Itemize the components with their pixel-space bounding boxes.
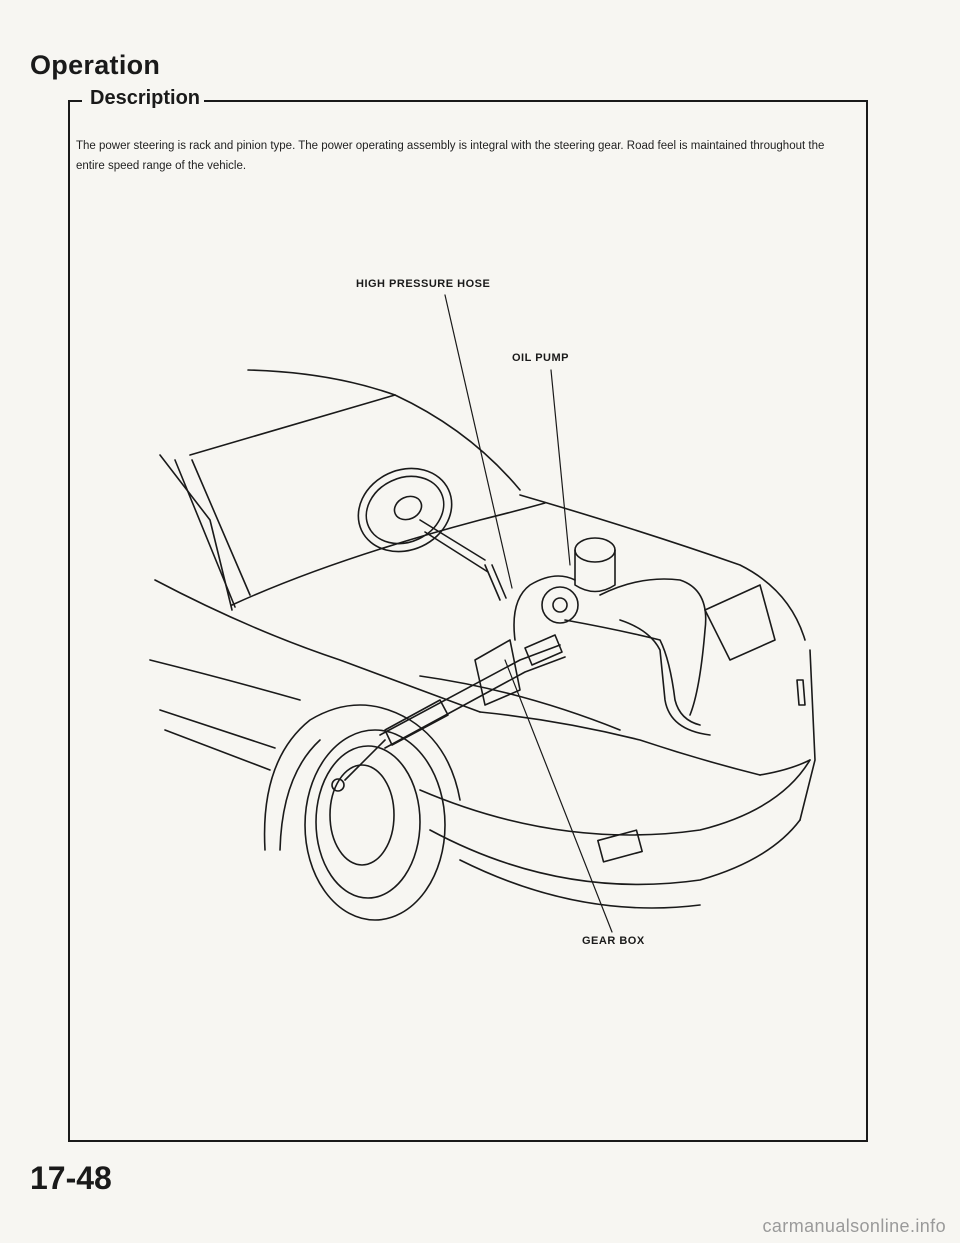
wheel-arch-inner: [279, 739, 321, 851]
windshield-bottom: [231, 502, 546, 606]
leader-oil-pump: [550, 369, 571, 566]
power-steering-illustration: [149, 294, 816, 933]
tie-rod-end: [331, 778, 345, 792]
tie-rod: [344, 739, 386, 781]
return-hose: [564, 619, 701, 726]
hood-crease: [419, 675, 621, 731]
gear-valve: [474, 639, 521, 706]
sill-line: [164, 729, 271, 771]
leader-high-pressure-hose: [444, 294, 513, 589]
reservoir-body: [574, 549, 616, 593]
bumper-lower: [459, 859, 701, 909]
watermark: carmanualsonline.info: [762, 1216, 946, 1236]
pump-pulley-hub: [552, 597, 568, 613]
tire-mid: [315, 745, 421, 899]
steering-wheel-rim-inner: [365, 475, 445, 545]
cooler-line: [619, 619, 711, 736]
section-title: Description: [86, 87, 205, 110]
callout-oil-pump: OIL PUMP: [512, 352, 569, 364]
frame-top-right-segment: [198, 100, 866, 102]
bumper-top: [419, 759, 811, 836]
pump-pulley: [541, 586, 579, 624]
rack-boot: [384, 699, 449, 746]
page-number: 17-48: [30, 1160, 112, 1196]
intermediate-shaft: [484, 564, 507, 601]
roof-line: [247, 369, 521, 491]
page-title: Operation: [30, 50, 161, 80]
windshield-left: [159, 454, 233, 611]
fog-lamp: [597, 829, 643, 863]
rack-boot-right: [524, 634, 563, 666]
hood-right-edge: [519, 494, 806, 641]
headlight: [704, 584, 776, 661]
description-text: The power steering is rack and pinion ty…: [76, 140, 825, 172]
section-frame: [68, 100, 868, 1142]
front-corner: [759, 759, 811, 776]
return-hose-2: [599, 578, 707, 716]
bumper-front: [429, 819, 801, 886]
leader-gear-box: [504, 659, 613, 933]
hood-left-edge: [154, 579, 481, 713]
windshield-inner: [191, 459, 251, 596]
windshield-top: [189, 394, 396, 456]
body-side-lower: [159, 709, 276, 749]
steering-column: [419, 519, 489, 573]
tire-outer: [304, 729, 446, 921]
body-side-top: [149, 659, 301, 701]
wheel-hub: [329, 764, 395, 866]
rack-housing: [379, 644, 566, 749]
steering-wheel-rim: [357, 467, 453, 553]
steering-wheel-hub: [393, 495, 423, 521]
high-pressure-hose: [513, 575, 576, 641]
a-pillar: [174, 459, 236, 608]
side-marker: [796, 679, 806, 706]
frame-top-left-segment: [68, 100, 82, 102]
hood-front: [479, 711, 761, 776]
bumper-right: [799, 649, 816, 821]
callout-high-pressure-hose: HIGH PRESSURE HOSE: [356, 278, 491, 290]
reservoir-cap: [574, 537, 616, 563]
callout-gear-box: GEAR BOX: [582, 935, 645, 947]
wheel-arch: [263, 704, 461, 851]
